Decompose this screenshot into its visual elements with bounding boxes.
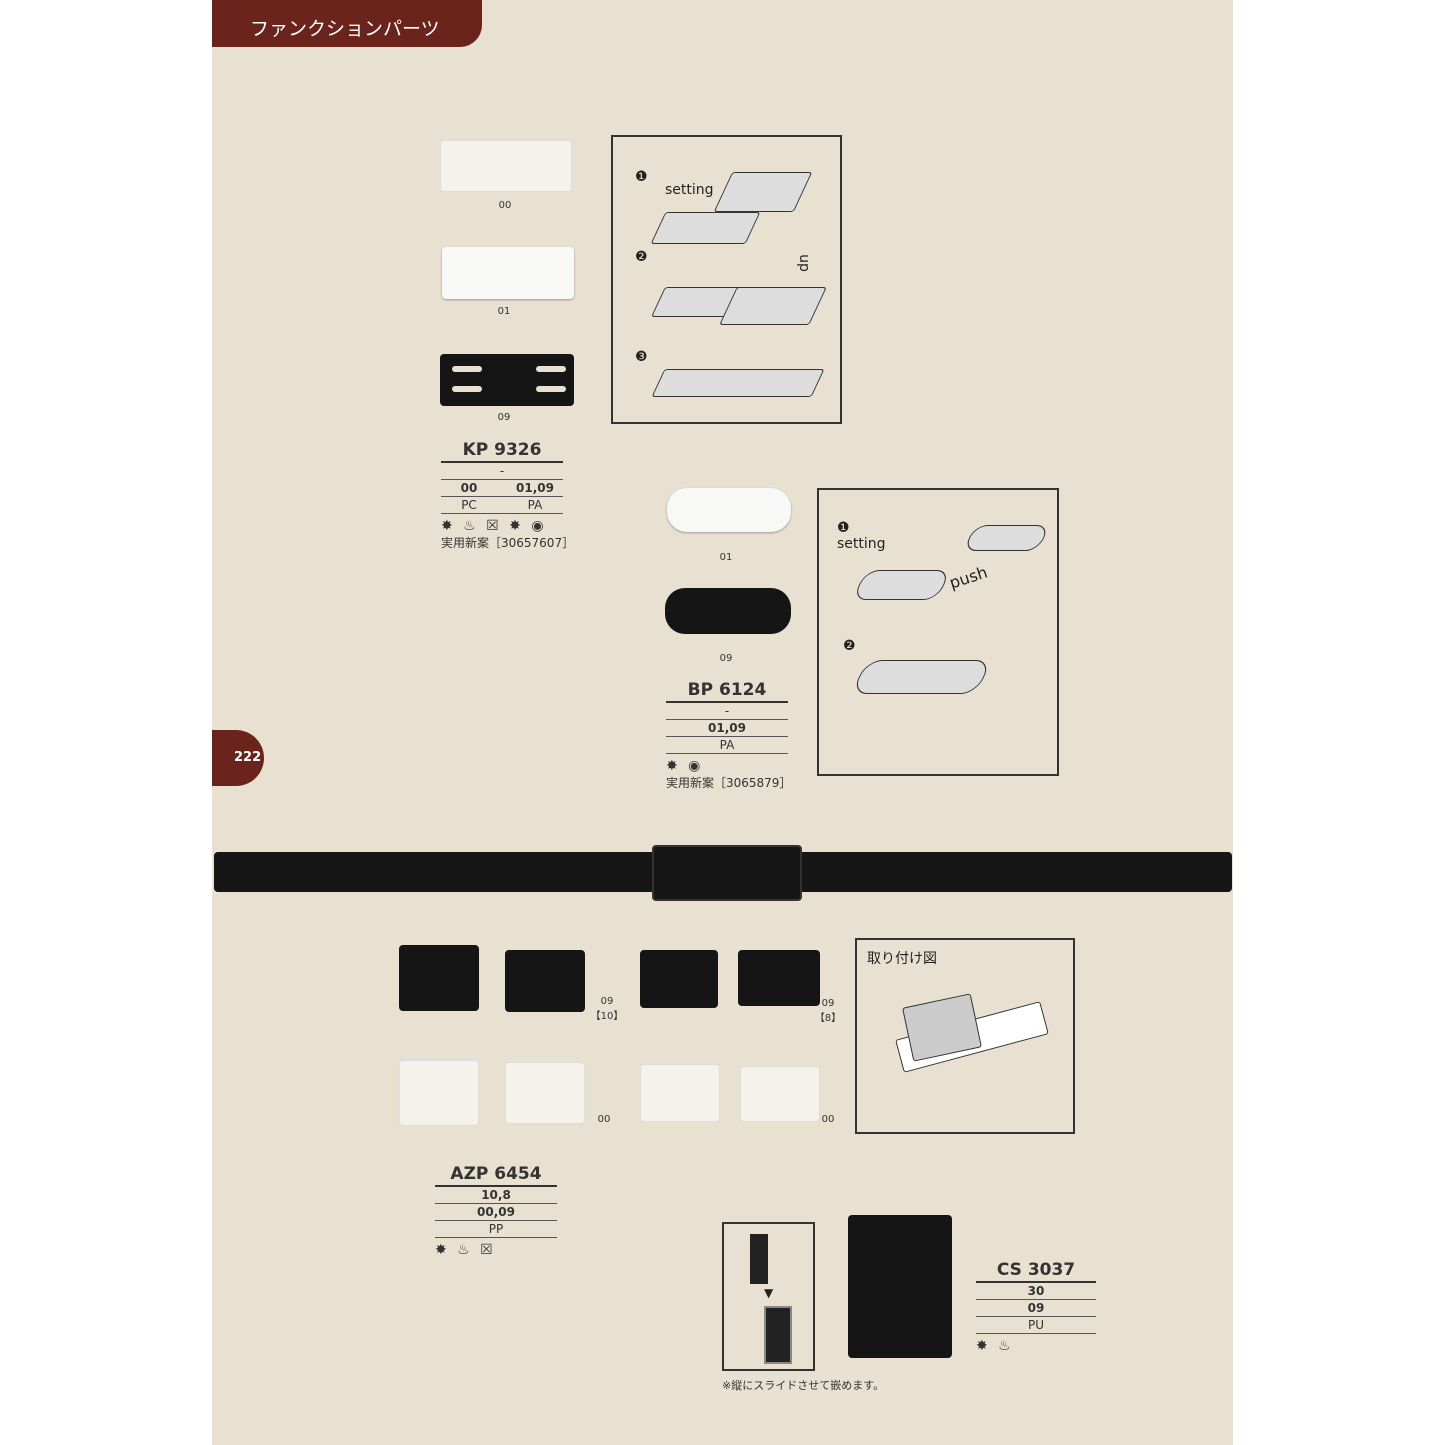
azp6454-clear-10-female (399, 1060, 479, 1126)
color-code: 01,09 (516, 481, 554, 495)
kp9326-variant-09: 09 (497, 412, 511, 423)
bp6124-variant-01: 01 (719, 552, 733, 563)
size: 10,8 (481, 1188, 511, 1202)
azp6454-label-09-10: 09【10】 (590, 996, 624, 1022)
product-code: AZP 6454 (435, 1164, 557, 1187)
kp9326-setting-diagram: ❶ setting ❷ up ❸ (611, 135, 842, 424)
care-icons: ✸ ♨ ☒ (435, 1242, 496, 1258)
setting-label: setting (665, 182, 714, 198)
azp6454-clear-8-female (640, 1064, 720, 1122)
material: PC (461, 498, 477, 512)
color-code: 09 (1027, 1301, 1045, 1315)
kp9326-variant-01: 01 (497, 306, 511, 317)
kp9326-variant-00: 00 (498, 200, 512, 211)
azp6454-black-8-male (738, 950, 820, 1006)
bp6124-variant-09: 09 (719, 653, 733, 664)
step-2-icon: ❷ (635, 249, 648, 265)
patent-number: 実用新案［3065879］ (666, 776, 792, 790)
care-icons: ✸ ♨ ☒ ✸ ◉ (441, 518, 547, 534)
bp6124-black-image (665, 588, 791, 634)
attachment-diagram: 取り付け図 (855, 938, 1075, 1134)
color-code: 00 (460, 481, 478, 495)
section-header-tab: ファンクションパーツ (212, 0, 482, 47)
cs3037-slide-diagram: ▼ (722, 1222, 815, 1371)
kp9326-spec: KP 9326 - 00 01,09 PC PA ✸ ♨ ☒ ✸ ◉ 実用新案［30… (441, 440, 575, 551)
kp9326-black-image (440, 354, 574, 406)
step-1-icon: ❶ (635, 169, 648, 185)
bp6124-spec: BP 6124 - 01,09 PA ✸ ◉ 実用新案［3065879］ (666, 680, 792, 791)
bp6124-white-image (667, 488, 791, 532)
material: PP (488, 1222, 504, 1236)
size: 30 (1027, 1284, 1045, 1298)
bp6124-setting-diagram: ❶ setting push ❷ (817, 488, 1059, 776)
azp6454-assembled-image (652, 845, 802, 901)
size: - (499, 464, 505, 478)
product-code: KP 9326 (441, 440, 563, 463)
product-code: BP 6124 (666, 680, 788, 703)
size: - (724, 704, 730, 718)
section-title: ファンクションパーツ (250, 18, 440, 40)
cs3037-image (848, 1215, 952, 1358)
material: PA (527, 498, 543, 512)
attachment-diagram-title: 取り付け図 (867, 951, 937, 967)
care-icons: ✸ ◉ (666, 758, 704, 774)
azp6454-black-10-male (505, 950, 585, 1012)
arrow-down-icon: ▼ (764, 1286, 774, 1300)
azp6454-label-00-8: 00 (821, 1114, 835, 1125)
azp6454-black-10-female (399, 945, 479, 1011)
step-2-icon: ❷ (843, 638, 856, 654)
step-3-icon: ❸ (635, 349, 648, 365)
kp9326-clear-image (440, 140, 572, 192)
azp6454-clear-8-male (740, 1066, 820, 1122)
azp6454-clear-10-male (505, 1062, 585, 1124)
kp9326-white-image (442, 247, 574, 299)
product-code: CS 3037 (976, 1260, 1096, 1283)
cs3037-note: ※縦にスライドさせて嵌めます。 (722, 1379, 885, 1392)
step-1-icon: ❶ (837, 520, 850, 536)
color-code: 00,09 (477, 1205, 515, 1219)
material: PA (719, 738, 735, 752)
azp6454-label-09-8: 09【8】 (814, 998, 842, 1024)
azp6454-spec: AZP 6454 10,8 00,09 PP ✸ ♨ ☒ (435, 1164, 557, 1258)
setting-label: setting (837, 536, 886, 552)
cs3037-spec: CS 3037 30 09 PU ✸ ♨ (976, 1260, 1096, 1354)
material: PU (1027, 1318, 1045, 1332)
azp6454-label-00-10: 00 (597, 1114, 611, 1125)
patent-number: 実用新案［30657607］ (441, 536, 575, 550)
color-code: 01,09 (708, 721, 746, 735)
push-label: push (947, 562, 990, 593)
page-number: 222 (212, 730, 264, 786)
azp6454-black-8-female (640, 950, 718, 1008)
care-icons: ✸ ♨ (976, 1338, 1014, 1354)
up-label: up (795, 254, 812, 272)
